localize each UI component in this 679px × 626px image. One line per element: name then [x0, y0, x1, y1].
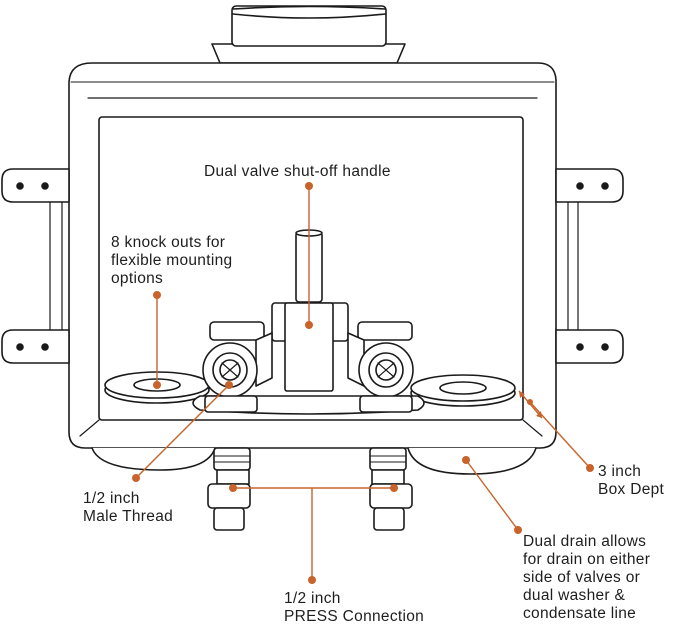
- left-press-fitting: [207, 447, 251, 531]
- box-inner-cavity: [98, 116, 524, 421]
- label-line: flexible mounting: [111, 252, 233, 269]
- label-line: options: [111, 270, 164, 287]
- bottom-lobe-left: [91, 447, 216, 471]
- leader-male-thread: [135, 384, 230, 479]
- left-valve: [202, 321, 273, 413]
- label-line: for drain on either: [523, 551, 651, 568]
- label-line: Dual drain allows: [523, 533, 647, 550]
- label-line: 1/2 inch: [83, 490, 140, 507]
- top-drain-pipe: [211, 5, 406, 64]
- label-line: dual washer &: [523, 587, 626, 604]
- callout-press-label: 1/2 inch PRESS Connection: [284, 590, 424, 626]
- right-press-fitting: [369, 447, 413, 531]
- knockout-right: [410, 374, 516, 407]
- knockout-left: [104, 371, 210, 404]
- callout-knockouts-label: 8 knock outs for flexible mounting optio…: [111, 234, 232, 288]
- label-line: 1/2 inch: [284, 590, 341, 607]
- callout-male-thread-label: 1/2 inch Male Thread: [83, 490, 173, 526]
- left-mounting-brackets: [1, 168, 70, 364]
- right-valve: [347, 321, 414, 413]
- callout-handle-label: Dual valve shut-off handle: [204, 163, 391, 181]
- callout-drain-label: Dual drain allows for drain on either si…: [523, 533, 650, 623]
- label-line: Male Thread: [83, 508, 174, 525]
- label-line: PRESS Connection: [284, 608, 425, 625]
- label-line: 3 inch: [598, 463, 642, 480]
- bottom-lobe-right: [407, 447, 537, 475]
- leader-drain: [465, 459, 519, 531]
- callout-leaders: [135, 186, 591, 580]
- label-line: side of valves or: [523, 569, 641, 586]
- label-line: 8 knock outs for: [111, 234, 226, 251]
- leader-press: [233, 487, 394, 580]
- callout-dots: [132, 182, 594, 584]
- label-line: Dual valve shut-off handle: [204, 163, 391, 180]
- callout-depth-label: 3 inch Box Dept: [598, 463, 664, 499]
- label-line: Box Dept: [598, 481, 665, 498]
- right-mounting-brackets: [555, 168, 624, 364]
- label-line: condensate line: [523, 605, 637, 622]
